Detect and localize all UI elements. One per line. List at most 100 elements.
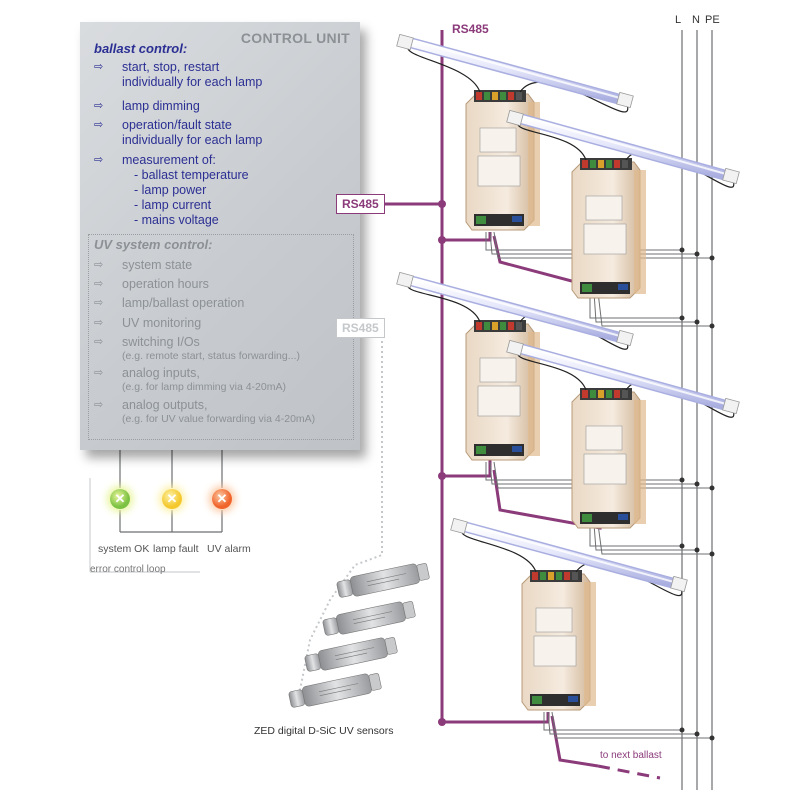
tube-highlight bbox=[519, 345, 727, 405]
uv-sensors bbox=[288, 563, 430, 708]
ballast-units bbox=[396, 33, 740, 711]
arrow-icon: ⇨ bbox=[94, 297, 104, 309]
sensor-part bbox=[334, 647, 375, 657]
ballast-control-line: - ballast temperature bbox=[134, 168, 249, 182]
terminal-pin bbox=[598, 160, 604, 168]
rs485-box-label: RS485 bbox=[336, 194, 385, 214]
uv-system-item-label: lamp/ballast operation bbox=[122, 296, 245, 310]
ballast-unit bbox=[517, 351, 735, 529]
led-label: system OK bbox=[98, 543, 150, 555]
led-wiring bbox=[89, 450, 223, 573]
ballast-unit bbox=[517, 121, 735, 299]
tube-cap bbox=[616, 329, 634, 347]
sensor-part bbox=[335, 652, 368, 661]
mains-l-label: L bbox=[675, 14, 682, 26]
tube-glass bbox=[404, 276, 626, 342]
uv-system-item-label: switching I/Os bbox=[122, 335, 200, 349]
control-unit-panel: CONTROL UNIT ballast control: ⇨start, st… bbox=[80, 22, 360, 450]
ballast-control-line: - lamp current bbox=[134, 198, 212, 212]
arrow-icon: ⇨ bbox=[94, 278, 104, 290]
bottom-pin bbox=[582, 514, 592, 522]
ballast-label bbox=[533, 635, 577, 667]
bottom-pin bbox=[568, 696, 578, 702]
terminal-pin bbox=[516, 322, 522, 330]
terminal-pin bbox=[556, 572, 562, 580]
tube-cap bbox=[506, 339, 524, 357]
terminal-pin bbox=[500, 92, 506, 100]
sensor-part bbox=[352, 611, 393, 621]
uv-system-heading: UV system control: bbox=[94, 237, 213, 252]
sensor-part bbox=[353, 616, 386, 625]
uv-sensor-icon bbox=[336, 563, 430, 598]
tube-cap bbox=[670, 575, 688, 593]
terminal-pin bbox=[516, 92, 522, 100]
ballast-label bbox=[583, 453, 627, 485]
sensor-part bbox=[302, 673, 372, 707]
tube-highlight bbox=[409, 277, 621, 337]
sensor-part bbox=[384, 637, 398, 655]
terminal-pin bbox=[614, 160, 620, 168]
arrow-icon: ⇨ bbox=[94, 119, 104, 131]
arrow-icon: ⇨ bbox=[94, 61, 104, 73]
tube-glass bbox=[514, 344, 732, 410]
terminal-pin bbox=[564, 572, 570, 580]
bottom-pin bbox=[476, 446, 486, 454]
bottom-pin bbox=[618, 284, 628, 290]
terminal-pin bbox=[606, 160, 612, 168]
uv-sensor-icon bbox=[322, 601, 416, 636]
ballast-label bbox=[477, 385, 521, 417]
ballast-label bbox=[477, 155, 521, 187]
uv-system-item-note: (e.g. for lamp dimming via 4-20mA) bbox=[122, 381, 286, 393]
sensor-part bbox=[318, 637, 388, 671]
tube-glass bbox=[458, 522, 680, 588]
arrow-icon: ⇨ bbox=[94, 399, 104, 411]
ballast-control-heading: ballast control: bbox=[94, 41, 188, 56]
mains-lines bbox=[681, 30, 713, 790]
uv-lamp-tube bbox=[506, 109, 740, 185]
terminal-pin bbox=[492, 92, 498, 100]
bottom-pin bbox=[582, 284, 592, 292]
uv-system-item-label: analog outputs, bbox=[122, 398, 208, 412]
arrow-icon: ⇨ bbox=[94, 100, 104, 112]
rs485-sensor-label: RS485 bbox=[336, 318, 385, 338]
terminal-pin bbox=[508, 322, 514, 330]
terminal-pin bbox=[540, 572, 546, 580]
uv-lamp-tube bbox=[396, 33, 634, 109]
lamp-wire bbox=[519, 81, 629, 113]
uv-system-item-label: operation hours bbox=[122, 277, 209, 291]
uv-system-item-note: (e.g. for UV value forwarding via 4-20mA… bbox=[122, 413, 316, 425]
terminal-pin bbox=[492, 322, 498, 330]
mains-n-label: N bbox=[692, 14, 700, 26]
bottom-pin bbox=[512, 216, 522, 222]
ballast-unit bbox=[407, 283, 629, 461]
mains-pe-label: PE bbox=[705, 14, 720, 26]
ballast-label bbox=[585, 425, 623, 451]
ballast-control-line: operation/fault state bbox=[122, 118, 232, 132]
led-cross-icon: ✕ bbox=[114, 491, 126, 506]
sensor-part bbox=[368, 673, 382, 691]
tube-cap bbox=[450, 517, 468, 535]
error-loop-caption: error control loop bbox=[90, 564, 166, 575]
bottom-terminal bbox=[474, 214, 524, 226]
led-cross-icon: ✕ bbox=[166, 491, 178, 506]
terminal-pin bbox=[500, 322, 506, 330]
arrow-icon: ⇨ bbox=[94, 367, 104, 379]
uv-system-item-label: UV monitoring bbox=[122, 316, 202, 330]
status-led: ✕ bbox=[212, 489, 232, 509]
terminal-pin bbox=[508, 92, 514, 100]
terminal-pin bbox=[590, 160, 596, 168]
terminal-pin bbox=[606, 390, 612, 398]
uv-lamp-tube bbox=[506, 339, 740, 415]
terminal-pin bbox=[614, 390, 620, 398]
terminal-pin bbox=[622, 390, 628, 398]
ballast-label bbox=[583, 223, 627, 255]
lamp-wire bbox=[407, 45, 481, 93]
arrow-icon: ⇨ bbox=[94, 317, 104, 329]
sensor-part bbox=[402, 601, 416, 619]
tube-cap bbox=[506, 109, 524, 127]
arrow-icon: ⇨ bbox=[94, 336, 104, 348]
bottom-pin bbox=[532, 696, 542, 704]
tube-glass bbox=[514, 114, 732, 180]
bottom-pin bbox=[476, 216, 486, 224]
